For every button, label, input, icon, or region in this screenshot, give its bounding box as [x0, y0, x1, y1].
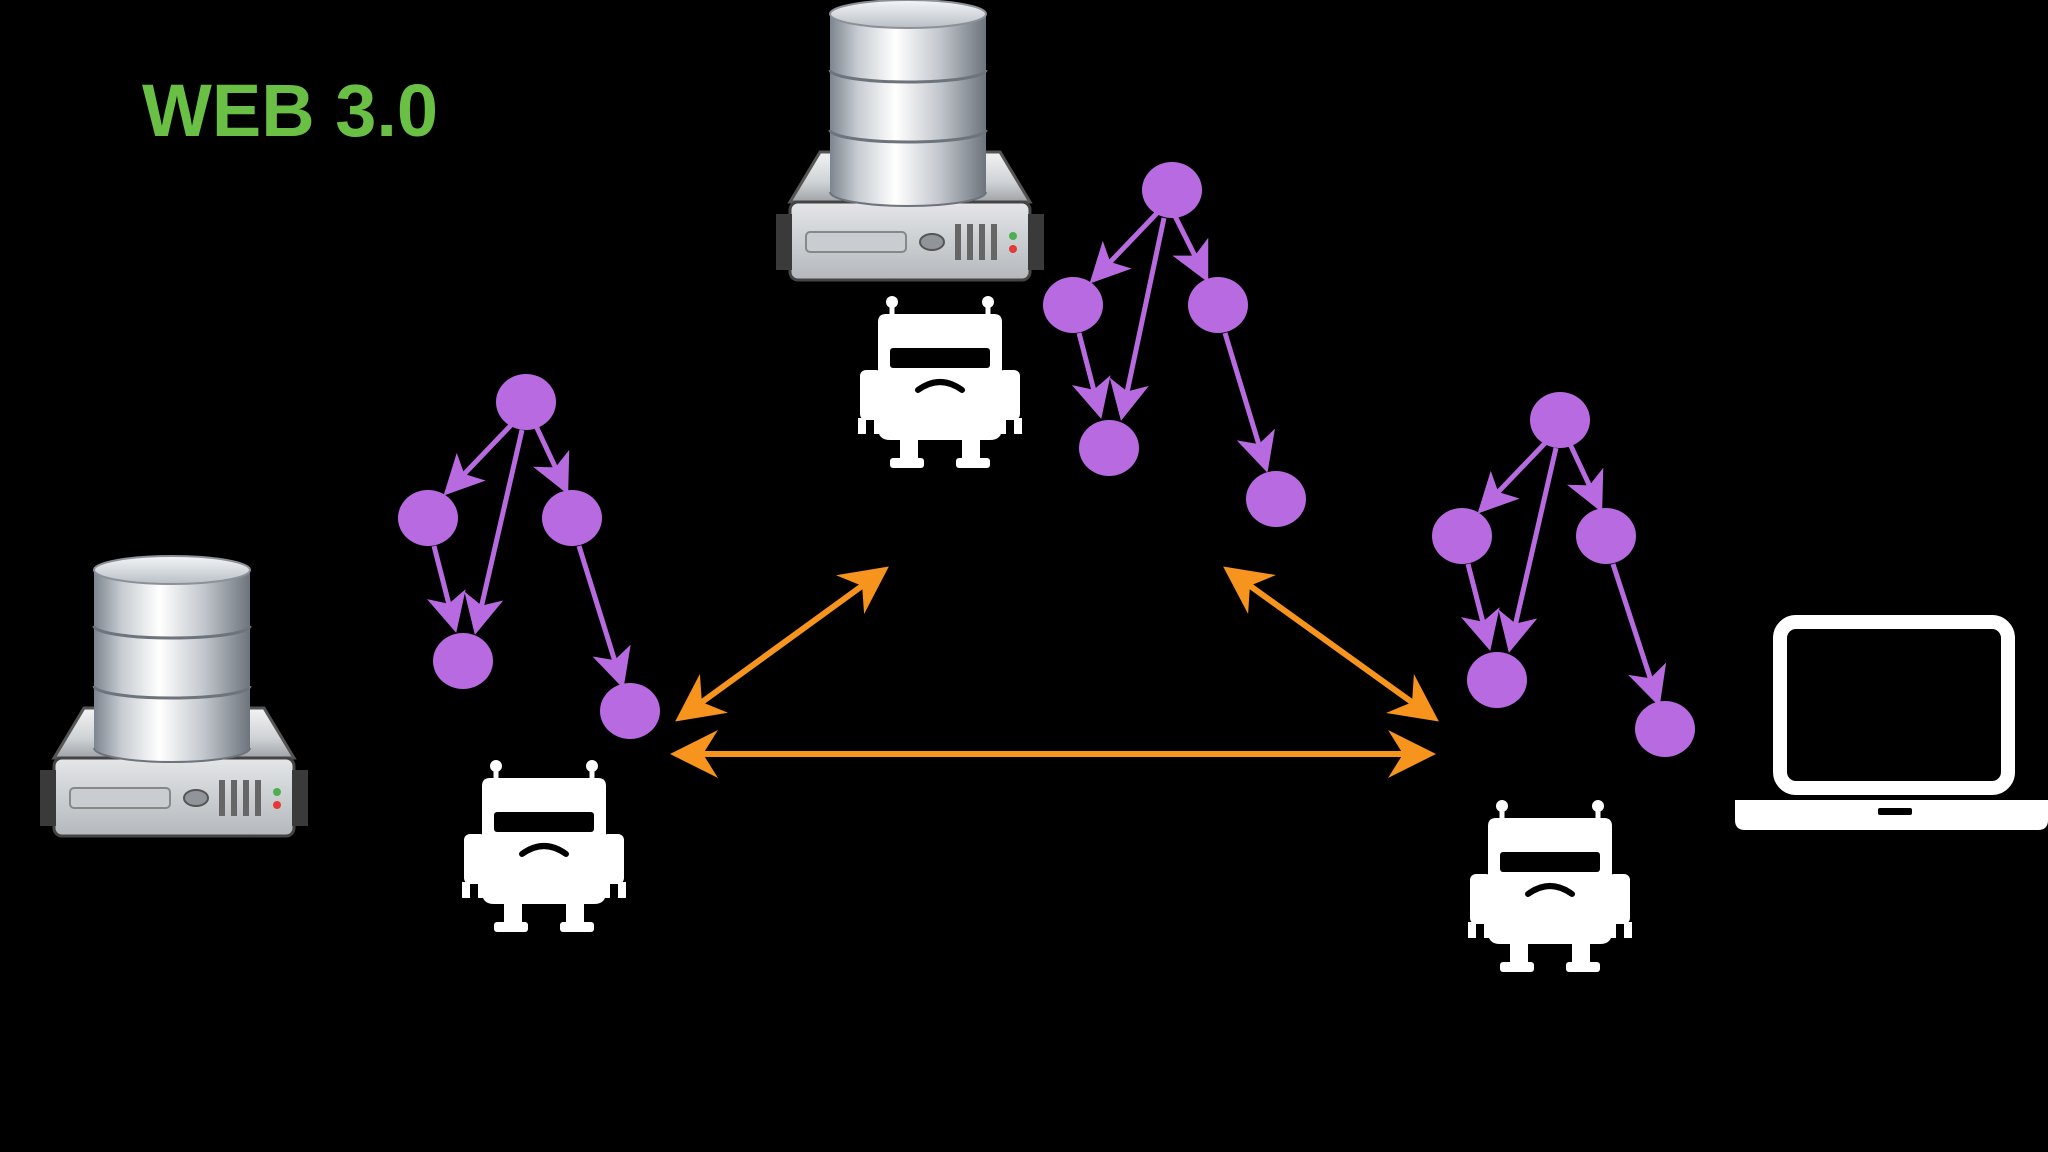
graph-edge: [1109, 217, 1167, 421]
peer-links: [670, 566, 1439, 778]
graph-node: [542, 490, 602, 546]
knowledge-graph-nodes: [398, 374, 660, 739]
robot-agent-icon: [1468, 800, 1632, 972]
knowledge-graph: [426, 420, 631, 689]
graph-edge: [464, 429, 525, 635]
graph-node: [1142, 162, 1202, 218]
robot-agent-icon: [858, 296, 1022, 468]
database-server-icon: [38, 554, 310, 838]
graph-node: [1188, 277, 1248, 333]
graph-node: [1530, 392, 1590, 448]
knowledge-graph: [1071, 208, 1275, 473]
graph-edge: [443, 420, 516, 496]
graph-node: [398, 490, 458, 546]
peer-link-arrow: [1223, 566, 1439, 722]
graph-edge: [576, 545, 631, 689]
graph-edge: [1567, 442, 1604, 513]
graph-node: [1576, 508, 1636, 564]
graph-node: [1079, 420, 1139, 476]
graph-node: [1432, 508, 1492, 564]
graph-edge: [1460, 563, 1500, 651]
graph-edge: [1089, 208, 1162, 284]
laptop-icon: [1735, 615, 2048, 830]
graph-edge: [1171, 212, 1209, 283]
database-server-icon: [774, 0, 1046, 282]
knowledge-graph-nodes: [1043, 162, 1306, 527]
graph-node: [1043, 277, 1103, 333]
knowledge-graph-nodes: [1432, 392, 1695, 757]
graph-node: [1246, 471, 1306, 527]
graph-edge: [1222, 332, 1275, 473]
graph-node: [1635, 701, 1695, 757]
graph-node: [433, 633, 493, 689]
graph-node: [496, 374, 556, 430]
graph-edge: [1477, 438, 1550, 514]
graph-node: [600, 683, 660, 739]
graph-edge: [533, 424, 570, 495]
graph-edge: [426, 545, 466, 633]
graph-edge: [1498, 447, 1559, 653]
peer-link-arrow: [675, 566, 889, 722]
robot-agent-icon: [462, 760, 626, 932]
knowledge-graph: [1460, 438, 1667, 707]
page-title: WEB 3.0: [142, 69, 438, 152]
graph-node: [1467, 652, 1527, 708]
graph-edge: [1610, 563, 1667, 707]
graph-edge: [1071, 332, 1111, 419]
